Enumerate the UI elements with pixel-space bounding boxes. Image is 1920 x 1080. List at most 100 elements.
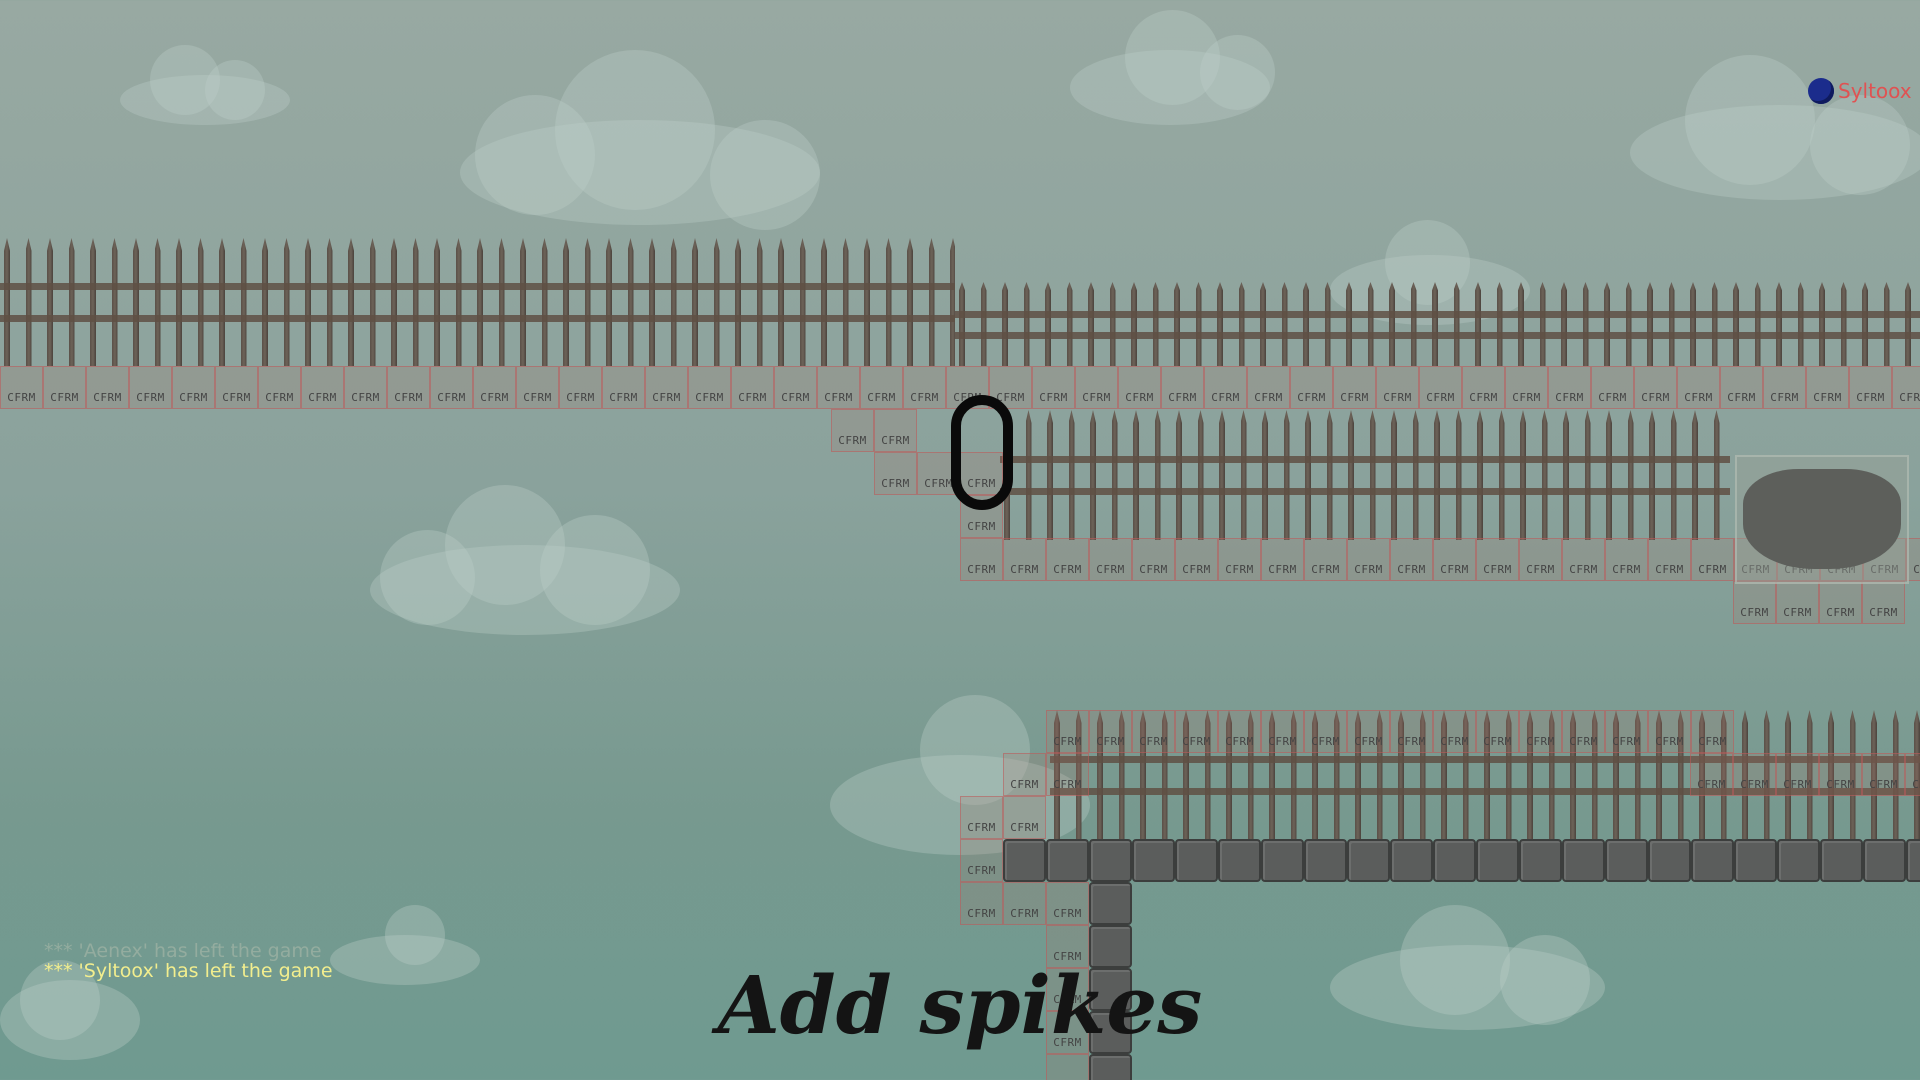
spike-post xyxy=(885,238,892,366)
spike-post xyxy=(1649,410,1655,540)
spike-post xyxy=(283,238,290,366)
cfrm-tile xyxy=(1505,366,1548,409)
spike-post xyxy=(1217,282,1223,366)
stone-block xyxy=(1003,839,1046,882)
spike-post xyxy=(1154,410,1161,540)
fence-rail xyxy=(0,314,955,322)
cfrm-tile xyxy=(1247,366,1290,409)
spike-post xyxy=(25,238,32,366)
spike-post xyxy=(1346,282,1352,366)
spike-post xyxy=(959,282,965,366)
stone-block xyxy=(1175,839,1218,882)
fence-rail xyxy=(1000,488,1730,495)
spike-post xyxy=(1582,282,1589,366)
tile-row xyxy=(1046,1011,1089,1054)
spike-post xyxy=(1668,282,1675,366)
spike-post xyxy=(627,238,634,366)
tile-row xyxy=(1690,753,1920,796)
spike-post xyxy=(1419,710,1426,840)
cfrm-tile xyxy=(874,409,917,452)
cfrm-tile xyxy=(1691,710,1734,753)
spike-post xyxy=(928,238,935,366)
cfrm-tile xyxy=(1819,753,1862,796)
cfrm-tile xyxy=(1819,581,1862,624)
spike-post xyxy=(1389,282,1395,366)
cfrm-tile xyxy=(1562,538,1605,581)
spike-post xyxy=(1434,410,1440,540)
cfrm-tile xyxy=(1261,538,1304,581)
spike-post xyxy=(1606,410,1612,540)
cfrm-tile xyxy=(215,366,258,409)
cfrm-tile xyxy=(874,452,917,495)
cfrm-tile xyxy=(1089,538,1132,581)
fence-rail xyxy=(1050,755,1920,763)
spike-post xyxy=(90,238,96,366)
spike-fence xyxy=(1000,410,1730,540)
spike-post xyxy=(1591,710,1598,840)
cfrm-tile xyxy=(1290,366,1333,409)
spike-post xyxy=(154,238,161,366)
tile-row xyxy=(1046,710,1734,753)
spike-post xyxy=(584,238,591,366)
fence-rail xyxy=(955,311,1920,319)
spike-post xyxy=(1819,282,1825,366)
spike-post xyxy=(1219,410,1225,540)
spike-post xyxy=(1840,282,1847,366)
spike-post xyxy=(1262,410,1268,540)
cfrm-tile xyxy=(258,366,301,409)
fence-rail xyxy=(0,282,955,290)
cfrm-tile xyxy=(1347,710,1390,753)
cfrm-tile xyxy=(1304,710,1347,753)
stone-block xyxy=(1906,839,1920,882)
stone-block xyxy=(1347,839,1390,882)
cfrm-tile xyxy=(1690,753,1733,796)
spike-post xyxy=(1604,282,1610,366)
stone-block xyxy=(1089,882,1132,925)
spike-post xyxy=(305,238,311,366)
spike-post xyxy=(1023,282,1030,366)
cfrm-tile xyxy=(1204,366,1247,409)
cfrm-tile xyxy=(301,366,344,409)
stone-block xyxy=(1218,839,1261,882)
spike-fence xyxy=(0,238,955,366)
cfrm-tile xyxy=(1376,366,1419,409)
cfrm-tile xyxy=(1648,538,1691,581)
spike-post xyxy=(1281,282,1288,366)
spike-post xyxy=(1305,410,1311,540)
cfrm-tile xyxy=(1304,538,1347,581)
cfrm-tile xyxy=(860,366,903,409)
editor-cursor[interactable] xyxy=(951,395,1013,510)
spike-post xyxy=(1883,282,1890,366)
cfrm-tile xyxy=(1046,1054,1089,1080)
spike-post xyxy=(735,238,741,366)
spike-post xyxy=(1713,410,1720,540)
cfrm-tile xyxy=(1003,796,1046,839)
spike-post xyxy=(4,238,10,366)
cfrm-tile xyxy=(1261,710,1304,753)
spike-post xyxy=(1563,410,1569,540)
spike-post xyxy=(1290,710,1297,840)
cfrm-tile xyxy=(1720,366,1763,409)
spike-post xyxy=(1269,710,1275,840)
spike-post xyxy=(1475,282,1481,366)
spike-post xyxy=(1862,282,1868,366)
spike-post xyxy=(1733,282,1739,366)
spike-post xyxy=(1324,282,1331,366)
spike-post xyxy=(1527,710,1533,840)
spike-post xyxy=(434,238,440,366)
stone-block xyxy=(1476,839,1519,882)
cfrm-tile xyxy=(960,882,1003,925)
spike-post xyxy=(1140,710,1146,840)
cfrm-tile xyxy=(1862,581,1905,624)
fence-rail xyxy=(955,332,1920,340)
spike-post xyxy=(1161,710,1168,840)
spike-post xyxy=(1398,710,1404,840)
spike-post xyxy=(907,238,913,366)
stone-block xyxy=(1648,839,1691,882)
spike-post xyxy=(1247,710,1254,840)
cfrm-tile xyxy=(1548,366,1591,409)
spike-post xyxy=(563,238,569,366)
cfrm-tile xyxy=(43,366,86,409)
stone-column xyxy=(1089,882,1132,1080)
spike-post xyxy=(1505,710,1512,840)
